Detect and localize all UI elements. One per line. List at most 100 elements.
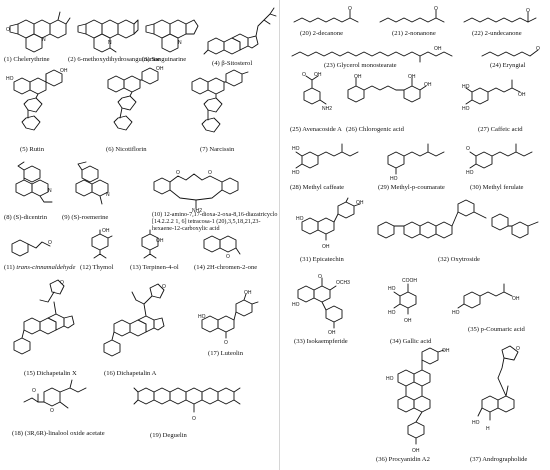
svg-text:O: O: [302, 72, 306, 78]
svg-text:COOH: COOH: [402, 278, 417, 284]
structure-chelerythrine: O N: [4, 6, 71, 54]
structure-glycerol-monostearate: OH: [290, 42, 460, 64]
svg-text:H: H: [486, 426, 490, 432]
column-divider: [279, 0, 280, 470]
svg-text:OH: OH: [322, 244, 330, 250]
svg-text:OH: OH: [328, 330, 336, 336]
label-23: (23) Glycerol monostearate: [324, 62, 397, 69]
svg-text:O: O: [6, 27, 10, 33]
structure-s-roemerine: N: [68, 161, 114, 210]
svg-text:O: O: [50, 408, 54, 414]
svg-text:HO: HO: [292, 146, 300, 152]
label-8: (8) (S)-dicentrin: [4, 214, 48, 221]
label-35: (35) p-Coumaric acid: [468, 326, 525, 333]
structure-thymol: OH: [84, 228, 114, 262]
structure-oxytroside: [372, 196, 546, 252]
label-2: (2) 6-methoxydihydrosanguinarine: [68, 56, 161, 63]
svg-text:O: O: [536, 46, 540, 52]
svg-text:O: O: [516, 346, 520, 352]
label-36: (36) Procyanidin A2: [376, 456, 430, 463]
label-37: (37) Andrographolide: [470, 456, 528, 463]
structure-deguelin: O: [132, 376, 244, 432]
structure-dichapetalin-x: O: [10, 278, 88, 368]
structure-procyanidin-a2: OH HO OH: [378, 346, 462, 454]
svg-text:OH: OH: [60, 68, 68, 74]
svg-text:O: O: [348, 6, 352, 12]
label-31: (31) Epicatechin: [300, 256, 344, 263]
label-22: (22) 2-undecanone: [472, 30, 522, 37]
label-17: (17) Luteolin: [208, 350, 243, 357]
structure-nicotiflorin: OH: [100, 66, 164, 142]
label-21: (21) 2-nonanone: [392, 30, 436, 37]
svg-text:HO: HO: [386, 376, 394, 382]
structure-2-decanone: O: [292, 6, 364, 30]
svg-text:N: N: [178, 40, 182, 46]
structure-avenacoside-a: O OH NH2: [296, 72, 336, 122]
svg-text:O: O: [226, 254, 230, 260]
structure-chlorogenic-acid: OH OH OH: [340, 72, 440, 122]
svg-text:OH: OH: [354, 74, 362, 80]
label-33: (33) Isokaempferide: [294, 338, 348, 345]
structure-gallic-acid: COOH HO HO OH: [388, 276, 434, 326]
svg-text:OH: OH: [244, 290, 252, 296]
label-1: (1) Chelerythrine: [4, 56, 50, 63]
svg-text:OH: OH: [102, 228, 110, 234]
structure-trans-cinnamaldehyde: O: [10, 234, 54, 260]
svg-text:O: O: [526, 8, 530, 14]
label-12: (12) Thymol: [80, 264, 114, 271]
structure-beta-sitosterol: [203, 2, 277, 58]
structure-p-coumaric-acid: HO OH: [452, 282, 536, 322]
structure-rutin: OH HO: [6, 68, 68, 142]
structure-caffeic-acid: HO HO OH: [462, 76, 532, 116]
svg-text:OH: OH: [314, 72, 322, 78]
svg-text:HO: HO: [292, 170, 300, 176]
svg-text:N: N: [42, 37, 46, 43]
svg-text:OH: OH: [156, 238, 164, 244]
label-13: (13) Terpinen-4-ol: [130, 264, 179, 271]
structure-luteolin: OH HO O: [198, 290, 262, 346]
svg-text:OH: OH: [156, 66, 164, 72]
svg-text:NH2: NH2: [192, 208, 202, 214]
svg-text:HO: HO: [462, 106, 470, 112]
svg-text:O: O: [224, 340, 228, 346]
structure-epicatechin: HO OH OH: [296, 197, 366, 250]
structure-2-undecanone: O: [462, 6, 542, 30]
structure-2-nonanone: O: [378, 6, 450, 30]
svg-text:O: O: [162, 284, 166, 290]
svg-text:HO: HO: [388, 310, 396, 316]
structure-methyl-p-coumarate: HO: [378, 140, 452, 182]
svg-text:OH: OH: [442, 348, 450, 354]
svg-text:HO: HO: [296, 216, 304, 222]
label-10: (10) 12-amino-7,17-dioxa-2-oxa-8,16-diaz…: [152, 212, 278, 232]
svg-text:O: O: [48, 240, 52, 246]
structure-methyl-caffeate: HO HO: [292, 140, 366, 180]
svg-text:OH: OH: [424, 82, 432, 88]
svg-text:HO: HO: [390, 176, 398, 182]
svg-text:HO: HO: [452, 310, 460, 316]
structure-andrographolide: O HO H: [472, 344, 544, 450]
structure-s-dicentrin: N: [8, 161, 58, 210]
label-20: (20) 2-decanone: [300, 30, 344, 37]
label-16: (16) Dichapetalin A: [104, 370, 157, 377]
svg-text:OH: OH: [412, 448, 420, 454]
svg-text:O: O: [192, 416, 196, 422]
svg-text:OCH3: OCH3: [336, 280, 350, 286]
label-32: (32) Oxytroside: [438, 256, 480, 263]
structure-methyl-ferulate: O HO: [466, 140, 540, 180]
svg-text:O: O: [318, 274, 322, 280]
label-29: (29) Methyl-p-coumarate: [378, 184, 445, 191]
label-11: (11) trans-cinnamaldehyde: [4, 264, 76, 271]
svg-text:OH: OH: [404, 318, 412, 324]
label-15: (15) Dichapetalin X: [24, 370, 77, 377]
svg-text:OH: OH: [356, 200, 364, 206]
label-27: (27) Caffeic acid: [478, 126, 523, 133]
svg-text:OH: OH: [512, 296, 520, 302]
svg-text:HO: HO: [388, 286, 396, 292]
svg-text:O: O: [32, 388, 36, 394]
svg-text:HO: HO: [466, 170, 474, 176]
structure-terpinen-4-ol: OH: [134, 228, 164, 262]
label-30: (30) Methyl ferulate: [470, 184, 524, 191]
svg-text:HO: HO: [472, 420, 480, 426]
label-4: (4) β-Sitosterol: [212, 60, 253, 67]
svg-text:O: O: [434, 6, 438, 12]
